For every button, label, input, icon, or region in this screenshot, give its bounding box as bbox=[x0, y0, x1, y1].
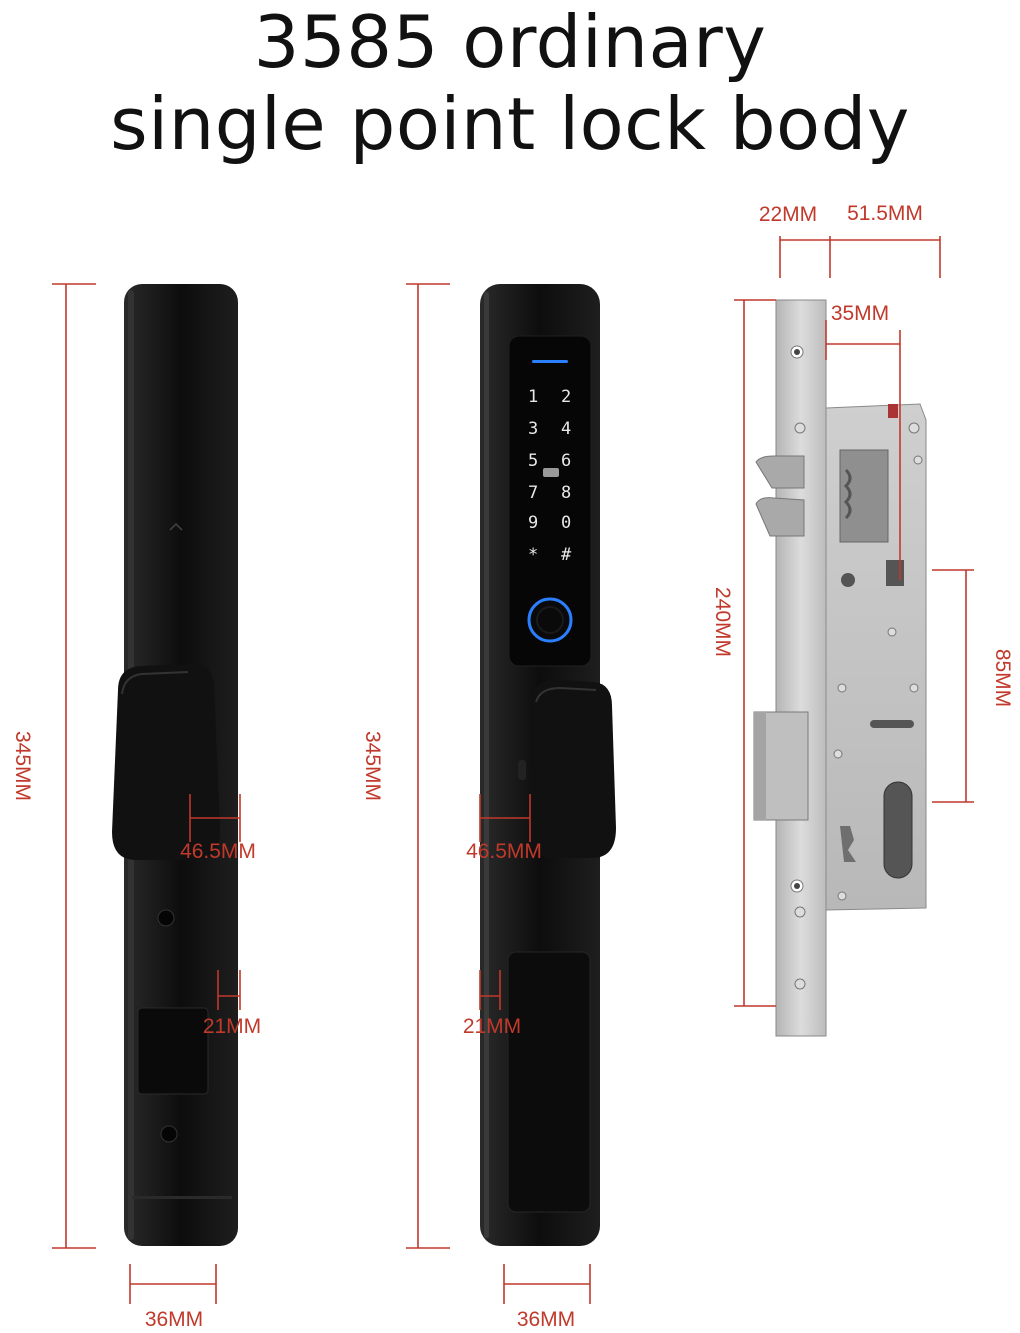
key-6[interactable]: 6 bbox=[561, 451, 571, 471]
screw-icon bbox=[160, 1125, 178, 1143]
lock-front-handle bbox=[530, 680, 616, 858]
dim-handle-left: 46.5MM bbox=[180, 840, 256, 863]
dim-width-left: 36MM bbox=[145, 1308, 203, 1331]
keypad-keys: 1 2 3 4 5 6 7 8 9 0 * # bbox=[528, 387, 572, 565]
mortise-lock-body bbox=[753, 299, 927, 1037]
key-5[interactable]: 5 bbox=[528, 451, 538, 471]
key-8[interactable]: 8 bbox=[561, 483, 571, 503]
key-2[interactable]: 2 bbox=[561, 387, 571, 407]
key-9[interactable]: 9 bbox=[528, 513, 538, 533]
lock-front-view: 1 2 3 4 5 6 7 8 9 0 * # bbox=[480, 284, 616, 1246]
dim-width-middle: 36MM bbox=[517, 1308, 575, 1331]
screw-icon bbox=[794, 422, 806, 434]
screw-icon bbox=[157, 909, 175, 927]
lower-cover bbox=[507, 951, 591, 1213]
key-0[interactable]: 0 bbox=[561, 513, 571, 533]
dim-backset-faceplate: 22MM bbox=[759, 203, 817, 226]
fingerprint-sensor-icon[interactable] bbox=[527, 597, 573, 643]
dim-height-left: 345MM bbox=[11, 731, 34, 801]
latch-bolt bbox=[755, 455, 805, 489]
key-4[interactable]: 4 bbox=[561, 419, 571, 439]
dim-case-height: 240MM bbox=[711, 587, 734, 657]
page-title-line1: 3585 ordinary bbox=[253, 0, 767, 84]
dim-thickness-left: 21MM bbox=[203, 1015, 261, 1038]
keypad-panel bbox=[508, 335, 592, 667]
dim-backset: 35MM bbox=[831, 302, 889, 325]
faceplate bbox=[775, 299, 827, 1037]
dim-thickness-middle: 21MM bbox=[463, 1015, 521, 1038]
key-1[interactable]: 1 bbox=[528, 387, 538, 407]
dim-height-middle: 345MM bbox=[361, 731, 384, 801]
lock-back-view bbox=[112, 284, 238, 1246]
key-3[interactable]: 3 bbox=[528, 419, 538, 439]
status-light bbox=[532, 360, 568, 363]
key-hash[interactable]: # bbox=[561, 545, 572, 565]
dim-handle-middle: 46.5MM bbox=[466, 840, 542, 863]
key-7[interactable]: 7 bbox=[528, 483, 538, 503]
screw-icon bbox=[794, 978, 806, 990]
dimension-lines bbox=[52, 236, 974, 1304]
cylinder-hole bbox=[883, 781, 913, 879]
dim-backset-case: 51.5MM bbox=[847, 202, 923, 225]
page-title-line2: single point lock body bbox=[110, 82, 910, 166]
card-reader-icon bbox=[543, 468, 559, 477]
dim-center-distance: 85MM bbox=[991, 649, 1014, 707]
key-star[interactable]: * bbox=[528, 545, 538, 565]
screw-icon bbox=[794, 906, 806, 918]
latch-bolt bbox=[755, 497, 805, 537]
arrow-mark-icon bbox=[169, 522, 183, 531]
spindle-hole bbox=[886, 560, 904, 586]
lock-back-handle bbox=[112, 664, 220, 860]
battery-cover bbox=[137, 1007, 209, 1095]
